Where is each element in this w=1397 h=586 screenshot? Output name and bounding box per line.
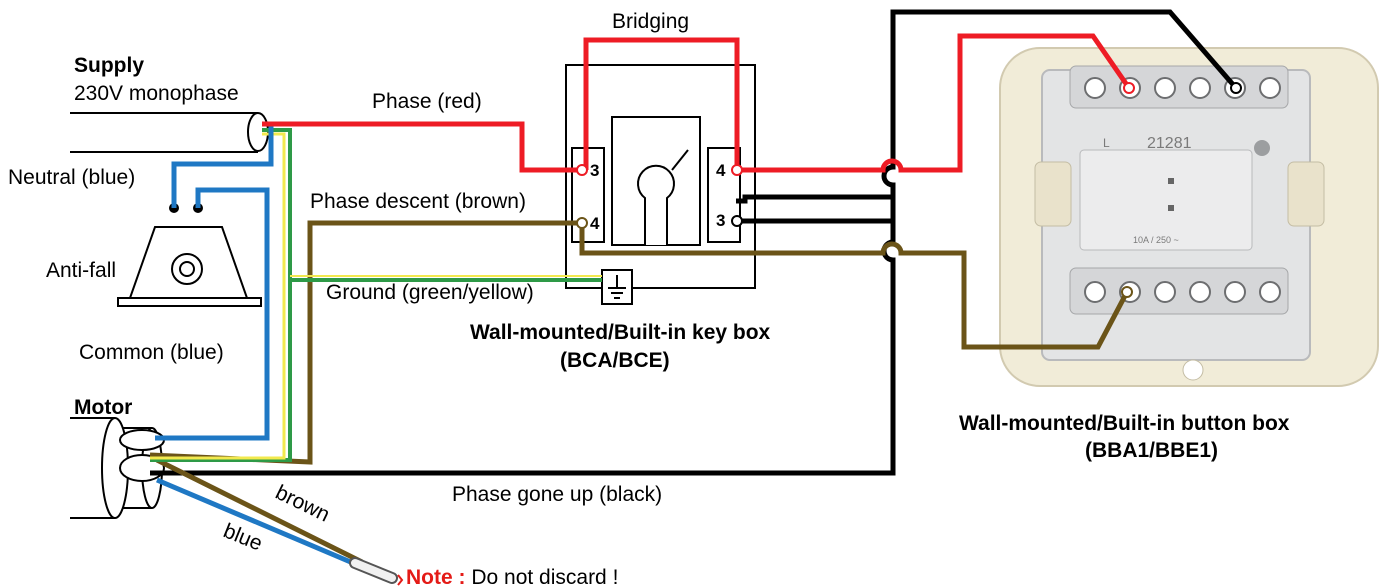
common-label: Common (blue)	[79, 341, 224, 364]
note-text: Note : Do not discard !	[406, 566, 618, 586]
motor-lead-sleeve	[349, 557, 404, 586]
wire-ground-green	[150, 128, 292, 462]
anti-fall-label: Anti-fall	[46, 259, 116, 282]
key-terminal-right-top: 4	[716, 161, 726, 180]
button-box-terminal-dots	[1121, 82, 1242, 298]
key-box-terminal-dots	[576, 164, 743, 229]
key-box-model: (BCA/BCE)	[560, 349, 670, 372]
key-terminal-left-bottom: 4	[590, 214, 600, 233]
button-box-title: Wall-mounted/Built-in button box	[959, 412, 1290, 435]
wire-black-jumper-upper	[736, 194, 893, 204]
wire-motor-lead-blue	[156, 477, 361, 569]
key-box-title: Wall-mounted/Built-in key box	[470, 321, 771, 344]
button-box-model: (BBA1/BBE1)	[1085, 439, 1218, 462]
key-box	[565, 64, 756, 305]
wire-common-blue	[155, 187, 270, 441]
motor	[70, 417, 165, 519]
phase-up-label: Phase gone up (black)	[452, 483, 662, 506]
wire-phase-up-black	[150, 9, 1238, 476]
supply-title: Supply	[74, 54, 144, 77]
bridging-label: Bridging	[612, 10, 689, 33]
note-colon: :	[453, 566, 466, 586]
key-terminal-right-bottom: 3	[716, 211, 725, 230]
plate-letter: L	[1103, 136, 1110, 150]
wire-bridging-red	[583, 37, 740, 170]
motor-label: Motor	[74, 396, 132, 419]
plate-rating: 10A / 250 ~	[1133, 235, 1179, 245]
supply-cable	[70, 112, 269, 153]
wire-phase-red	[262, 121, 582, 173]
neutral-label: Neutral (blue)	[8, 166, 135, 189]
supply-subtitle: 230V monophase	[74, 82, 239, 105]
wire-red-to-button-box	[737, 33, 1132, 173]
ground-label: Ground (green/yellow)	[326, 281, 534, 304]
anti-fall-device	[117, 203, 262, 307]
button-box-plate: 21281 L 10A / 250 ~	[999, 47, 1379, 387]
note-keyword: Note	[406, 566, 453, 586]
phase-descent-label: Phase descent (brown)	[310, 190, 526, 213]
wire-brown-to-button-box	[579, 225, 1130, 350]
plate-bottom-terminals	[1084, 281, 1281, 303]
plate-model-number: 21281	[1147, 135, 1192, 152]
phase-red-label: Phase (red)	[372, 90, 482, 113]
key-terminal-left-top: 3	[590, 161, 599, 180]
wire-motor-lead-brown	[155, 457, 364, 565]
note-message: Do not discard !	[466, 566, 619, 586]
